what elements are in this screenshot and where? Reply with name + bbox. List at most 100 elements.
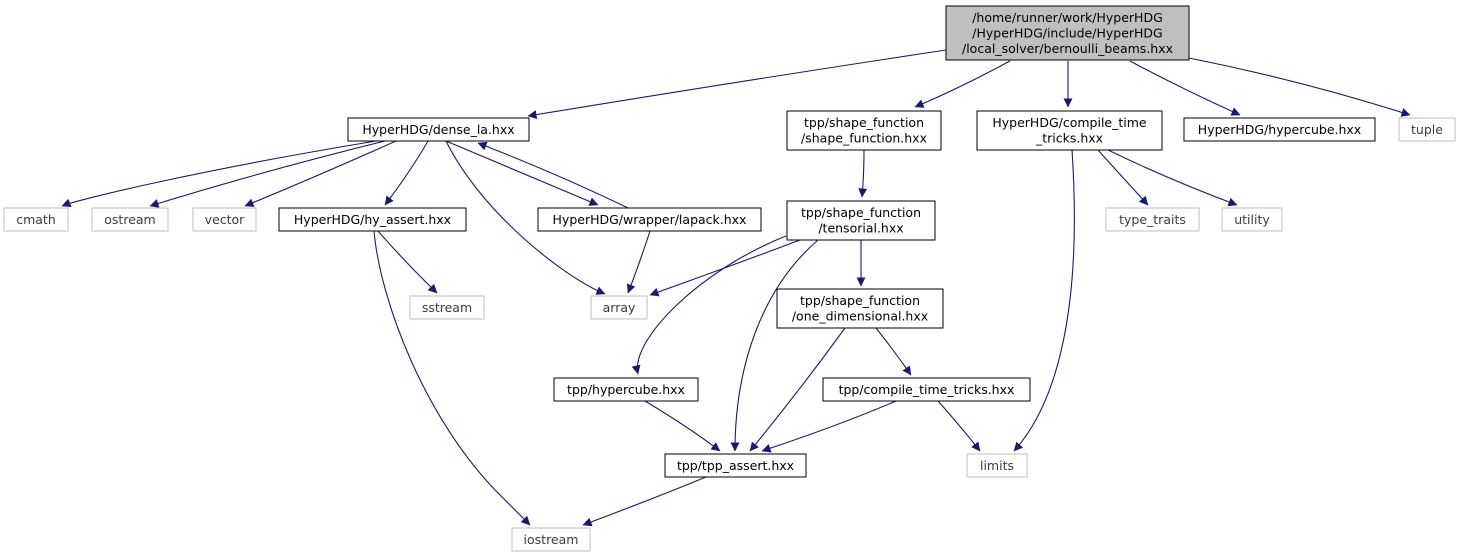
edge-tensorial-to-tpp_assert [730,239,819,452]
node-box [664,453,807,478]
edge-dense_la-to-ostream [149,140,386,208]
node-label-line: /local_solver/bernoulli_beams.hxx [962,41,1173,56]
edge-dense_la-to-cmath [61,140,377,208]
node-label-line: utility [1234,212,1270,227]
node-box [278,207,467,232]
node-ostream: ostream [91,207,169,232]
node-sstream: sstream [409,295,485,320]
node-label-line: ostream [104,212,155,227]
edge-tensorial-to-tpp_hypercube [631,235,787,375]
node-box [1183,117,1376,142]
node-hypercube-hdg[interactable]: HyperHDG/hypercube.hxx [1183,117,1376,142]
node-compile-time-tricks-hdg[interactable]: HyperHDG/compile_time_tricks.hxx [976,110,1163,151]
node-label-line: HyperHDG/compile_time [992,115,1147,130]
node-limits: limits [966,453,1028,478]
node-box [786,110,942,151]
node-label-line: type_traits [1119,212,1186,227]
node-shape-function[interactable]: tpp/shape_function/shape_function.hxx [786,110,942,151]
node-label-line: /shape_function.hxx [801,131,927,146]
node-label-line: /HyperHDG/include/HyperHDG [972,25,1162,40]
edges [61,49,1411,527]
node-tpp-assert[interactable]: tpp/tpp_assert.hxx [664,453,807,478]
node-label-line: /home/runner/work/HyperHDG [972,10,1163,25]
edge-one_dimensional-to-tpp_compile_time_tricks [875,327,912,376]
node-cmath: cmath [3,207,69,232]
node-box [409,295,485,320]
node-box [822,377,1031,402]
node-label-line: cmath [16,212,56,227]
node-box [786,200,936,241]
node-label-line: HyperHDG/wrapper/lapack.hxx [553,212,747,227]
node-box [1398,117,1456,142]
node-label-line: tpp/shape_function [804,115,924,130]
node-one-dimensional[interactable]: tpp/shape_function/one_dimensional.hxx [776,288,944,329]
nodes: /home/runner/work/HyperHDG/HyperHDG/incl… [3,5,1456,552]
edge-dense_la-to-lapack [445,140,599,206]
edge-shape_function-to-tensorial [858,149,868,198]
edge-lapack-to-dense_la [477,141,629,209]
node-label-line: iostream [524,532,579,547]
node-box [3,207,69,232]
edge-root-to-hypercube_hdg [1129,60,1241,116]
node-label-line: sstream [422,300,472,315]
node-iostream: iostream [511,527,591,552]
node-array: array [590,295,648,320]
edge-dense_la-to-array [445,140,606,295]
node-tpp-compile-time-tricks[interactable]: tpp/compile_time_tricks.hxx [822,377,1031,402]
node-label-line: /one_dimensional.hxx [792,309,928,324]
edge-compile_time_tricks_hdg-to-type_traits [1097,149,1149,206]
node-box [347,117,530,142]
edge-dense_la-to-vector [244,140,397,207]
node-box [511,527,591,552]
node-label-line: tpp/hypercube.hxx [567,382,685,397]
edge-lapack-to-array [626,230,651,294]
node-label-line: HyperHDG/dense_la.hxx [362,122,514,137]
edge-root-to-tuple [1188,57,1411,117]
node-label-line: HyperHDG/hypercube.hxx [1198,122,1361,137]
edge-tpp_hypercube-to-tpp_assert [644,400,721,452]
node-box [1221,207,1283,232]
edge-tpp_compile_time_tricks-to-tpp_assert [761,400,897,453]
node-lapack[interactable]: HyperHDG/wrapper/lapack.hxx [537,207,762,232]
node-box [966,453,1028,478]
node-box [91,207,169,232]
node-label-line: tpp/compile_time_tricks.hxx [839,382,1015,397]
edge-root-to-shape_function [914,60,1011,108]
node-tensorial[interactable]: tpp/shape_function/tensorial.hxx [786,200,936,241]
node-dense-la[interactable]: HyperHDG/dense_la.hxx [347,117,530,142]
node-vector: vector [192,207,257,232]
edge-hy_assert-to-iostream [373,230,531,526]
node-label-line: tpp/shape_function [801,205,921,220]
node-box [1105,207,1200,232]
edge-hy_assert-to-sstream [377,230,438,294]
node-box [192,207,257,232]
node-label-line: tpp/shape_function [800,293,920,308]
edge-compile_time_tricks_hdg-to-utility [1107,149,1238,207]
node-label-line: limits [980,458,1014,473]
node-hy-assert[interactable]: HyperHDG/hy_assert.hxx [278,207,467,232]
node-box [553,377,699,402]
node-label-line: HyperHDG/hy_assert.hxx [294,212,451,227]
edge-one_dimensional-to-tpp_assert [749,327,846,452]
node-root[interactable]: /home/runner/work/HyperHDG/HyperHDG/incl… [945,5,1190,61]
edge-tpp_compile_time_tricks-to-limits [937,400,981,452]
node-label-line: array [603,300,636,315]
node-utility: utility [1221,207,1283,232]
node-label-line: tpp/tpp_assert.hxx [677,458,794,473]
node-box [776,288,944,329]
edge-dense_la-to-hy_assert [384,140,429,206]
edge-compile_time_tricks_hdg-to-limits [1013,149,1075,452]
node-label-line: vector [205,212,246,227]
node-tuple: tuple [1398,117,1456,142]
node-box [590,295,648,320]
node-label-line: tuple [1411,122,1443,137]
node-tpp-hypercube[interactable]: tpp/hypercube.hxx [553,377,699,402]
node-label-line: _tricks.hxx [1035,131,1103,146]
node-box [945,5,1190,61]
node-label-line: /tensorial.hxx [818,221,903,236]
node-box [976,110,1163,151]
node-type-traits: type_traits [1105,207,1200,232]
node-box [537,207,762,232]
edge-root-to-dense_la [527,49,947,120]
